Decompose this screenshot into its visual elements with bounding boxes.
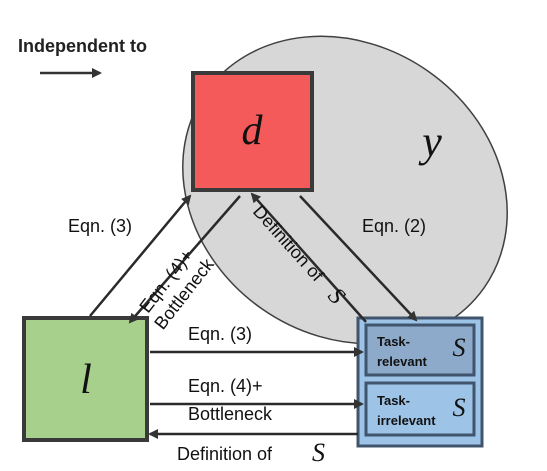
l-label: l [80, 357, 92, 403]
edge-label-l-to-s-relevant: Eqn. (3) [188, 324, 252, 344]
edge-label-s-to-l: Definition of [177, 444, 273, 464]
s-relevant-node [364, 323, 476, 377]
arrow-d-to-s [299, 195, 418, 322]
edge-label-l-to-s-irrelevant-line1: Eqn. (4)+ [188, 376, 263, 396]
s-irrelevant-line1: Task- [377, 393, 410, 408]
edge-label-s-to-l-symbol: S [312, 438, 325, 467]
d-label: d [242, 108, 264, 154]
s-relevant-symbol: S [453, 333, 466, 362]
s-relevant-line2: relevant [377, 354, 428, 369]
s-irrelevant-line2: irrelevant [377, 413, 436, 428]
legend-text: Independent to [18, 36, 147, 56]
edge-label-l-to-s-irrelevant-line2: Bottleneck [188, 404, 273, 424]
edge-label-d-to-s: Eqn. (2) [362, 216, 426, 236]
y-label: y [418, 117, 442, 166]
l-node [22, 316, 149, 442]
s-relevant-line1: Task- [377, 334, 410, 349]
d-node [191, 71, 314, 192]
arrow-d-to-l [128, 195, 241, 324]
s-irrelevant-node [364, 381, 476, 437]
arrow-s-to-d [250, 192, 367, 323]
arrow-l-to-d [89, 194, 192, 317]
s-irrelevant-symbol: S [453, 393, 466, 422]
edge-label-l-to-d: Eqn. (3) [68, 216, 132, 236]
